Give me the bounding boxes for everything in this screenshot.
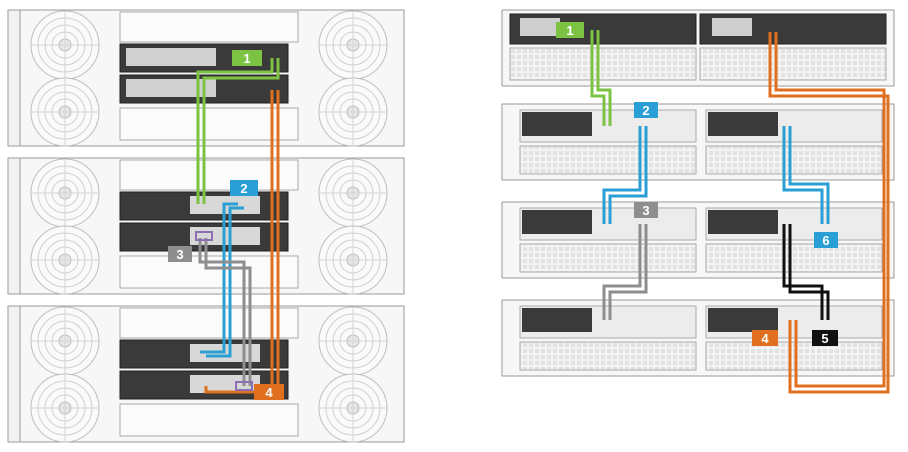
- enclosure-shelf-left-1: [19, 157, 405, 295]
- label-1-right: 1: [556, 22, 584, 38]
- label-1-left-text: 1: [243, 51, 250, 66]
- enclosure-shelf-left-2: [19, 305, 405, 443]
- enclosure-controller-right: [501, 9, 895, 87]
- label-2-right-text: 2: [642, 103, 649, 118]
- label-3-left: 3: [168, 246, 192, 262]
- label-6-right-text: 6: [822, 233, 829, 248]
- label-6-right: 6: [814, 232, 838, 248]
- right-diagram: 1 2 3 4 5 6: [501, 9, 895, 394]
- cables-right: [590, 30, 890, 394]
- label-3-left-text: 3: [176, 247, 183, 262]
- label-4-right: 4: [752, 330, 778, 346]
- label-4-left-text: 4: [265, 385, 273, 400]
- enclosure-shelf-right-2: [501, 201, 895, 279]
- label-5-right: 5: [812, 330, 838, 346]
- label-4-right-text: 4: [761, 331, 769, 346]
- label-3-right: 3: [634, 202, 658, 218]
- label-2-right: 2: [634, 102, 658, 118]
- label-1-right-text: 1: [566, 23, 573, 38]
- label-3-right-text: 3: [642, 203, 649, 218]
- label-4-left: 4: [254, 384, 284, 400]
- label-1-left: 1: [232, 50, 262, 66]
- label-2-left: 2: [230, 180, 258, 196]
- enclosure-shelf-right-1: [501, 103, 895, 181]
- label-2-left-text: 2: [240, 181, 247, 196]
- left-diagram: 1 2 3 4: [7, 9, 405, 443]
- enclosure-controller-left: [19, 9, 405, 147]
- label-5-right-text: 5: [821, 331, 828, 346]
